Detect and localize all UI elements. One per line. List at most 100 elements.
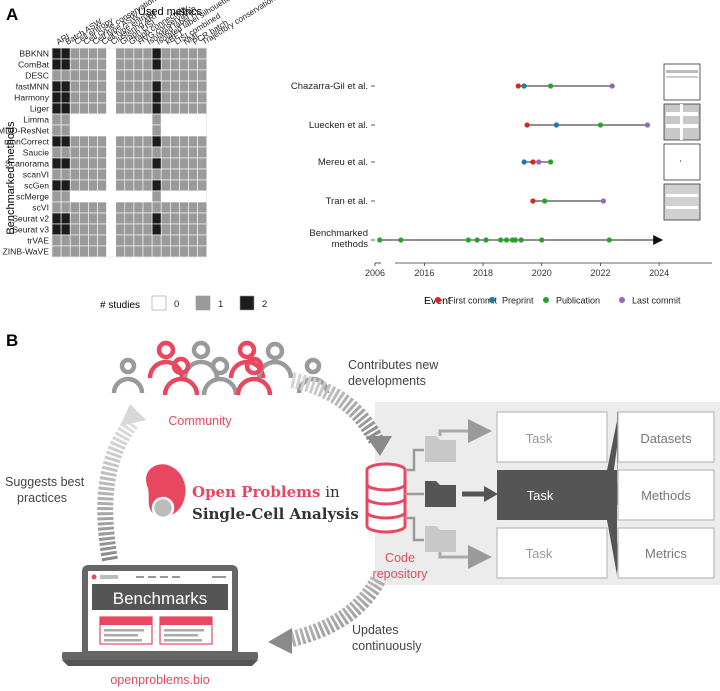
heatmap-cell — [197, 69, 208, 82]
timeline-row-label: Luecken et al. — [309, 120, 368, 131]
code-repository-label-line2: repository — [373, 567, 429, 581]
logo-title-red: Open Problems — [192, 483, 320, 501]
heatmap-cell — [179, 190, 189, 203]
method-label: ComBat — [18, 60, 50, 70]
heatmap-cell — [197, 179, 208, 192]
logo-title-in: in — [320, 483, 340, 501]
panel-b-label: B — [6, 331, 18, 350]
studies-legend-swatch — [239, 295, 255, 311]
event-point — [518, 237, 524, 243]
heatmap-cell — [188, 47, 198, 60]
heatmap-cell — [188, 168, 198, 181]
heatmap-cell — [170, 58, 180, 71]
heatmap-cell — [197, 58, 208, 71]
task-box-1-label: Task — [526, 431, 553, 446]
heatmap-cell — [60, 113, 71, 126]
heatmap-cell — [142, 234, 153, 247]
heatmap-cell — [60, 157, 71, 170]
heatmap-cell — [142, 245, 153, 258]
heatmap-cell — [197, 190, 208, 203]
heatmap-cell — [115, 58, 126, 71]
heatmap-cell — [51, 146, 62, 159]
heatmap-cell — [197, 135, 208, 148]
heatmap-cell — [69, 201, 80, 214]
heatmap-cell — [160, 47, 171, 60]
heatmap-cell — [151, 113, 162, 126]
heatmap-cell — [160, 212, 171, 225]
heatmap-cell — [69, 135, 80, 148]
heatmap-cell — [60, 91, 71, 104]
datasets-box[interactable] — [617, 411, 715, 463]
method-label: Seurat v3 — [12, 225, 49, 235]
heatmap-cell — [160, 91, 171, 104]
task-box-2[interactable] — [497, 470, 607, 520]
heatmap-cell — [188, 157, 198, 170]
heatmap-cell — [97, 201, 107, 214]
method-label: scanVI — [23, 170, 49, 180]
folder-task-arrows — [438, 419, 492, 569]
heatmap-cell — [142, 146, 153, 159]
heatmap-cell — [69, 80, 80, 93]
heatmap-cell — [79, 91, 89, 104]
heatmap-cell — [79, 245, 89, 258]
heatmap-cell — [133, 234, 144, 247]
heatmap-cell — [115, 190, 126, 203]
heatmap-cell — [51, 58, 62, 71]
heatmap-cell — [170, 245, 180, 258]
heatmap-cell — [106, 58, 116, 71]
heatmap-cell — [97, 113, 107, 126]
metrics-box-label: Metrics — [645, 546, 687, 561]
heatmap-cell — [160, 179, 171, 192]
method-label: scGen — [24, 181, 49, 191]
heatmap-cell — [97, 234, 107, 247]
heatmap-cell — [179, 124, 189, 137]
event-point — [542, 198, 548, 204]
logo-title-line2: Single-Cell Analysis — [192, 505, 359, 523]
heatmap-cell — [79, 124, 89, 137]
heatmap-cell — [133, 146, 144, 159]
heatmap-cell — [179, 80, 189, 93]
heatmap-cell — [179, 91, 189, 104]
heatmap-cell — [151, 102, 162, 115]
heatmap-cell — [79, 102, 89, 115]
heatmap-cell — [133, 190, 144, 203]
heatmap-cell — [88, 168, 98, 181]
task-box-1[interactable] — [496, 411, 608, 463]
x-tick-label: 2006 — [365, 268, 385, 278]
heatmap-cell — [179, 47, 189, 60]
heatmap-cell — [51, 190, 62, 203]
heatmap-cell — [124, 135, 135, 148]
method-label: Seurat v2 — [12, 214, 49, 224]
studies-legend-label: 1 — [218, 299, 223, 310]
heatmap-cell — [197, 102, 208, 115]
heatmap-cell — [51, 245, 62, 258]
heatmap-cell — [151, 146, 162, 159]
metrics-box[interactable] — [617, 527, 715, 579]
heatmap-cell — [124, 113, 135, 126]
heatmap-cell — [179, 146, 189, 159]
x-tick-label: 2016 — [414, 268, 434, 278]
heatmap-cell — [133, 168, 144, 181]
heatmap-cell — [142, 80, 153, 93]
heatmap-cell — [151, 157, 162, 170]
event-point — [644, 122, 651, 128]
heatmap-cell — [151, 47, 162, 60]
heatmap-cell — [115, 223, 126, 236]
task-box-3[interactable] — [496, 527, 608, 579]
heatmap-cell — [188, 135, 198, 148]
method-label: scMerge — [16, 192, 49, 202]
heatmap-cell — [188, 80, 198, 93]
event-point — [483, 237, 489, 243]
methods-box[interactable] — [617, 469, 715, 521]
event-legend-label: Last commit — [632, 296, 681, 306]
heatmap-cell — [106, 201, 116, 214]
heatmap-cell — [79, 47, 89, 60]
heatmap-cell — [197, 201, 208, 214]
heatmap-cell — [115, 135, 126, 148]
website-label[interactable]: openproblems.bio — [110, 673, 209, 687]
heatmap-cell — [69, 190, 80, 203]
heatmap-cell — [97, 245, 107, 258]
x-tick-label: 2020 — [532, 268, 552, 278]
